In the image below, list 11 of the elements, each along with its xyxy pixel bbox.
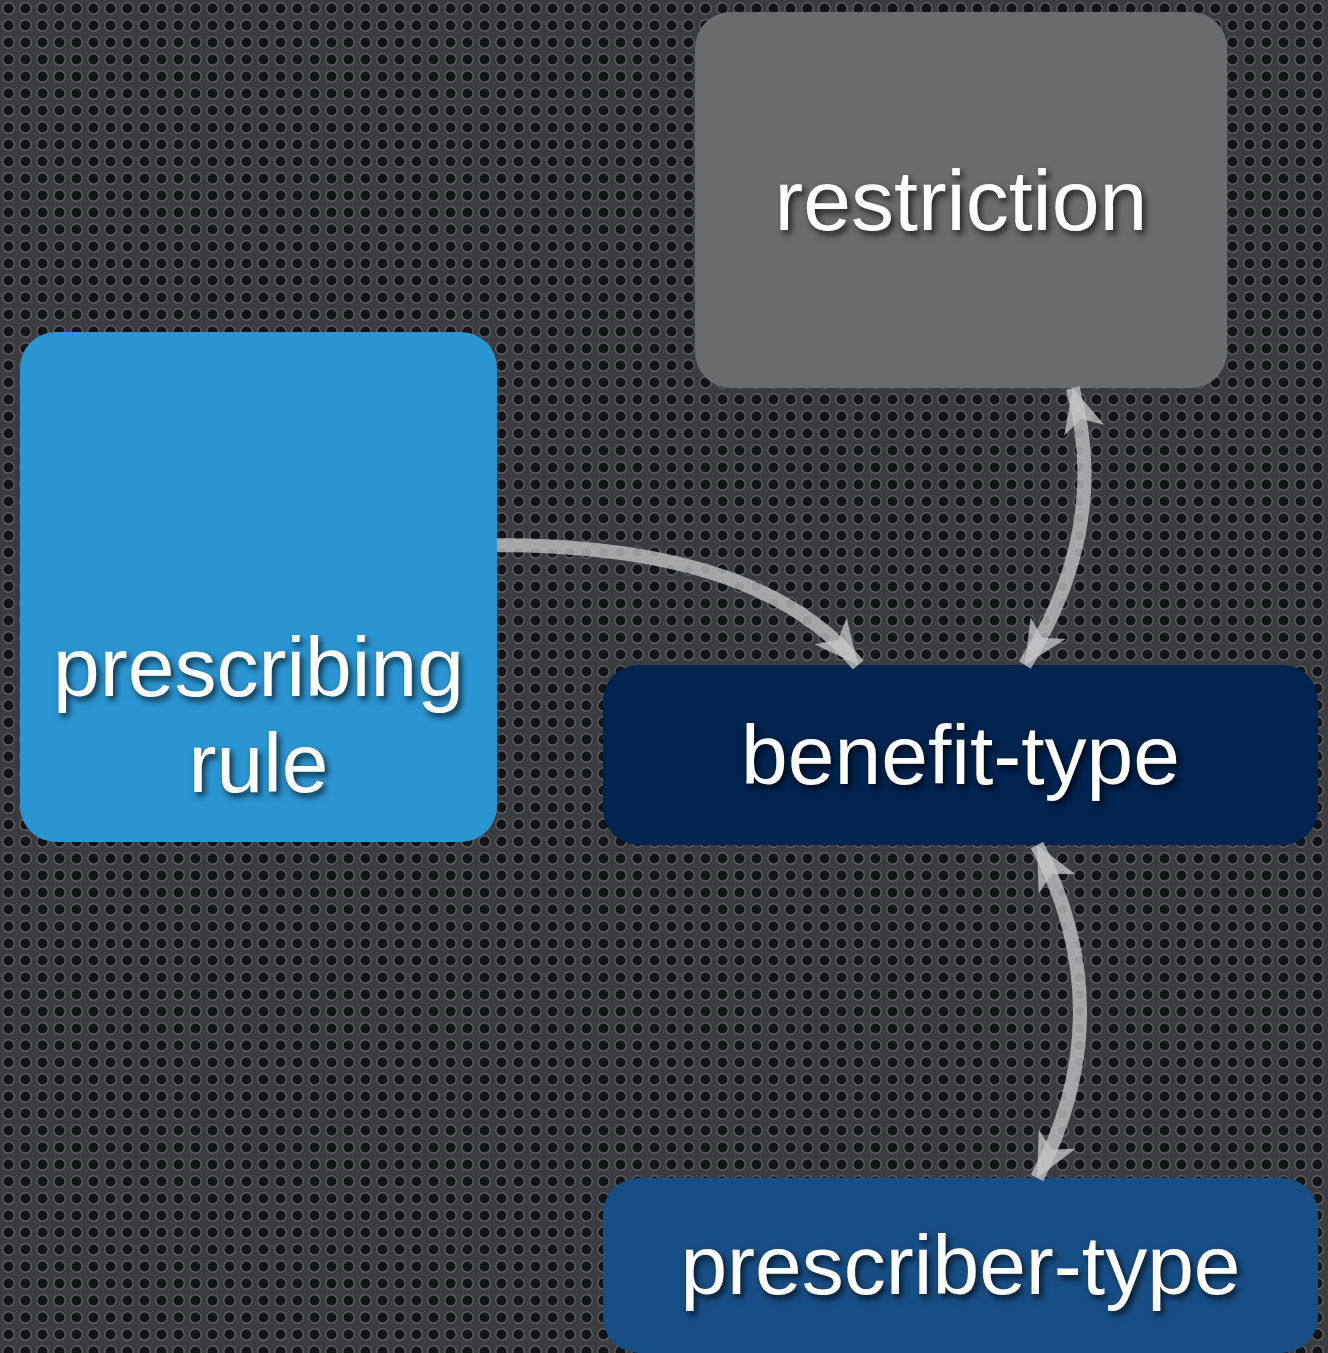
curved-arrow — [1018, 386, 1103, 669]
rounded-box — [695, 12, 1227, 388]
curved-arrow — [1030, 842, 1087, 1181]
node-label: restriction — [774, 150, 1148, 250]
curved-arrow — [496, 538, 864, 670]
rounded-box — [603, 1178, 1318, 1353]
node-label: prescribing rule — [52, 618, 465, 812]
rounded-box — [20, 332, 497, 842]
node-label: benefit-type — [741, 706, 1180, 804]
node-label: prescriber-type — [680, 1217, 1241, 1314]
rounded-box — [603, 665, 1318, 845]
